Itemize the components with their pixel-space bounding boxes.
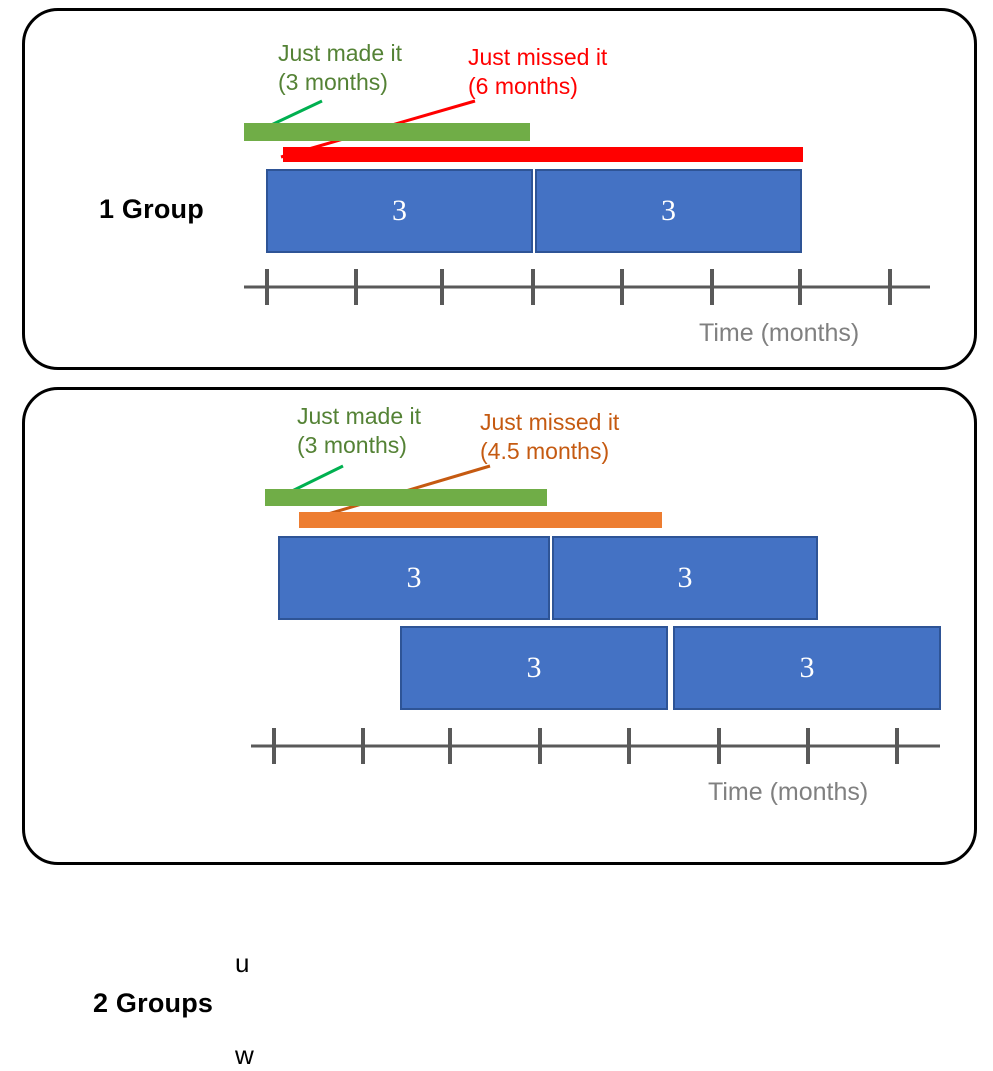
callout-just-made-it-p2: Just made it (3 months) — [297, 402, 421, 459]
axis-caption-p1: Time (months) — [699, 319, 860, 347]
row-label-u: u — [235, 948, 250, 978]
panel-two-groups: 2 Groups Just made it (3 months) Just mi… — [22, 387, 977, 1070]
callout-line-1: Just missed it — [468, 44, 608, 70]
task-box: 3 — [673, 626, 941, 710]
task-box: 3 — [552, 536, 818, 620]
task-duration-label: 3 — [677, 561, 693, 594]
task-box: 3 — [266, 169, 533, 253]
callout-just-made-it-p1: Just made it (3 months) — [278, 39, 402, 96]
callout-just-missed-it-p1: Just missed it (6 months) — [468, 43, 607, 100]
panel-one-group: 1 Group Just made it (3 months) Just mis… — [22, 8, 977, 370]
task-duration-label: 3 — [526, 651, 542, 684]
callout-line-2: (6 months) — [468, 72, 578, 99]
task-box: 3 — [400, 626, 668, 710]
callout-line-1: Just missed it — [480, 409, 620, 435]
axis-caption-p2: Time (months) — [708, 778, 869, 806]
callout-line-2: (4.5 months) — [480, 437, 610, 464]
callout-line-1: Just made it — [278, 40, 402, 66]
time-axis-p2 — [251, 728, 940, 764]
task-duration-label: 3 — [406, 561, 422, 594]
task-duration-label: 3 — [799, 651, 815, 684]
task-duration-label: 3 — [661, 194, 676, 227]
callout-just-missed-it-p2: Just missed it (4.5 months) — [480, 408, 619, 465]
deadline-bar-green-p1 — [244, 123, 530, 141]
row-label-w: w — [235, 1040, 254, 1070]
task-box: 3 — [535, 169, 802, 253]
panel-two-groups-title: 2 Groups — [93, 988, 214, 1018]
task-duration-label: 3 — [392, 194, 407, 227]
callout-line-1: Just made it — [297, 403, 421, 429]
deadline-bar-orange-p2 — [299, 512, 662, 528]
callout-line-2: (3 months) — [297, 431, 407, 458]
task-box: 3 — [278, 536, 550, 620]
callout-line-2: (3 months) — [278, 68, 388, 95]
panel-one-group-title: 1 Group — [99, 194, 204, 224]
deadline-bar-red-p1 — [283, 147, 803, 162]
deadline-bar-green-p2 — [265, 489, 547, 506]
time-axis-p1 — [244, 269, 930, 305]
